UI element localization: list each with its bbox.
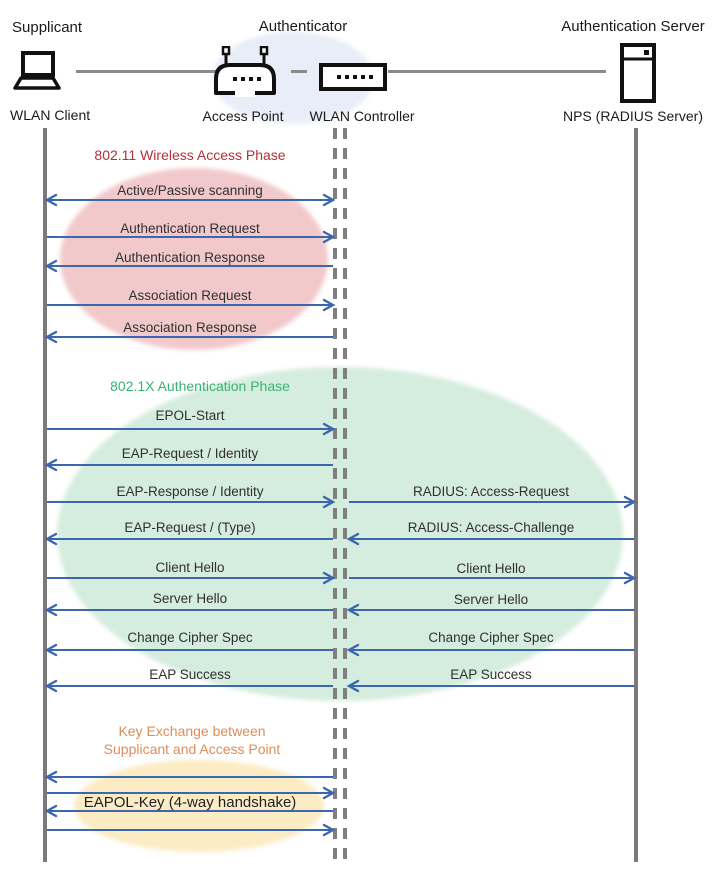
- label-wlan-client: WLAN Client: [10, 107, 91, 123]
- message-arrow-left: [44, 679, 333, 693]
- message-label: Active/Passive scanning: [117, 183, 263, 198]
- phase3-title: Key Exchange between Supplicant and Acce…: [32, 722, 352, 758]
- label-access-point: Access Point: [202, 108, 284, 124]
- label-nps-radius-server: NPS (RADIUS Server): [562, 108, 704, 124]
- message-arrow-left: [44, 643, 333, 657]
- message-arrow-right: [47, 786, 336, 800]
- laptop-icon: [13, 51, 61, 90]
- label-wlan-controller: WLAN Controller: [309, 108, 415, 124]
- role-supplicant: Supplicant: [12, 19, 83, 36]
- access-point-icon: [214, 46, 276, 97]
- message-arrow-right: [47, 571, 336, 585]
- message-label: Change Cipher Spec: [127, 630, 253, 645]
- phase1-title: 802.11 Wireless Access Phase: [94, 147, 286, 163]
- message-label: Association Response: [123, 320, 257, 335]
- connector-ap-controller: [291, 70, 307, 73]
- phase3-ellipse: [74, 760, 324, 852]
- message-label: Authentication Response: [114, 250, 266, 265]
- message-label: Change Cipher Spec: [428, 630, 554, 645]
- message-label: EAP Success: [450, 667, 532, 682]
- message-arrow-left: [44, 330, 333, 344]
- wlan-controller-icon: [319, 63, 387, 91]
- phase2-ellipse: [57, 367, 623, 701]
- message-arrow-left: [346, 532, 634, 546]
- message-arrow-left: [44, 804, 333, 818]
- message-arrow-right: [349, 495, 637, 509]
- message-label: EAP-Request / (Type): [124, 520, 256, 535]
- message-arrow-right: [47, 823, 336, 837]
- message-label: EPOL-Start: [155, 408, 225, 423]
- message-label: Server Hello: [152, 591, 228, 606]
- message-label: RADIUS: Access-Challenge: [407, 520, 575, 535]
- phase3-title-line2: Supplicant and Access Point: [103, 741, 281, 757]
- message-arrow-left: [346, 603, 634, 617]
- message-arrow-left: [44, 458, 333, 472]
- message-arrow-left: [346, 679, 634, 693]
- lifeline-wlan-client: [43, 128, 47, 862]
- phase2-title: 802.1X Authentication Phase: [110, 378, 290, 394]
- message-arrow-left: [44, 603, 333, 617]
- message-arrow-right: [349, 571, 637, 585]
- message-label: EAPOL-Key (4-way handshake): [83, 794, 297, 811]
- phase1-ellipse: [60, 168, 328, 350]
- message-label: RADIUS: Access-Request: [412, 484, 570, 499]
- lifeline-nps-server: [634, 128, 638, 862]
- role-authentication-server: Authentication Server: [561, 18, 705, 35]
- message-label: Client Hello: [155, 560, 225, 575]
- server-icon: [620, 43, 656, 103]
- message-label: Server Hello: [453, 592, 529, 607]
- message-arrow-left: [346, 643, 634, 657]
- message-arrow-left: [44, 532, 333, 546]
- message-label: EAP Success: [149, 667, 231, 682]
- message-arrow-right: [47, 298, 336, 312]
- message-arrow-right: [47, 495, 336, 509]
- connector-controller-server: [388, 70, 606, 73]
- message-label: Association Request: [128, 288, 252, 303]
- message-label: Client Hello: [456, 561, 526, 576]
- connector-client-ap: [76, 70, 216, 73]
- message-arrow-left: [44, 259, 333, 273]
- message-label: EAP-Request / Identity: [121, 446, 259, 461]
- lifeline-wlan-controller-a: [333, 128, 337, 860]
- message-arrow-right: [47, 230, 336, 244]
- role-authenticator: Authenticator: [258, 18, 348, 35]
- message-arrow-right: [47, 422, 336, 436]
- message-label: Authentication Request: [120, 221, 260, 236]
- lifeline-wlan-controller-b: [343, 128, 347, 860]
- message-arrow-left: [44, 770, 333, 784]
- phase3-title-line1: Key Exchange between: [118, 723, 266, 739]
- message-label: EAP-Response / Identity: [116, 484, 264, 499]
- message-arrow-both: [44, 193, 336, 207]
